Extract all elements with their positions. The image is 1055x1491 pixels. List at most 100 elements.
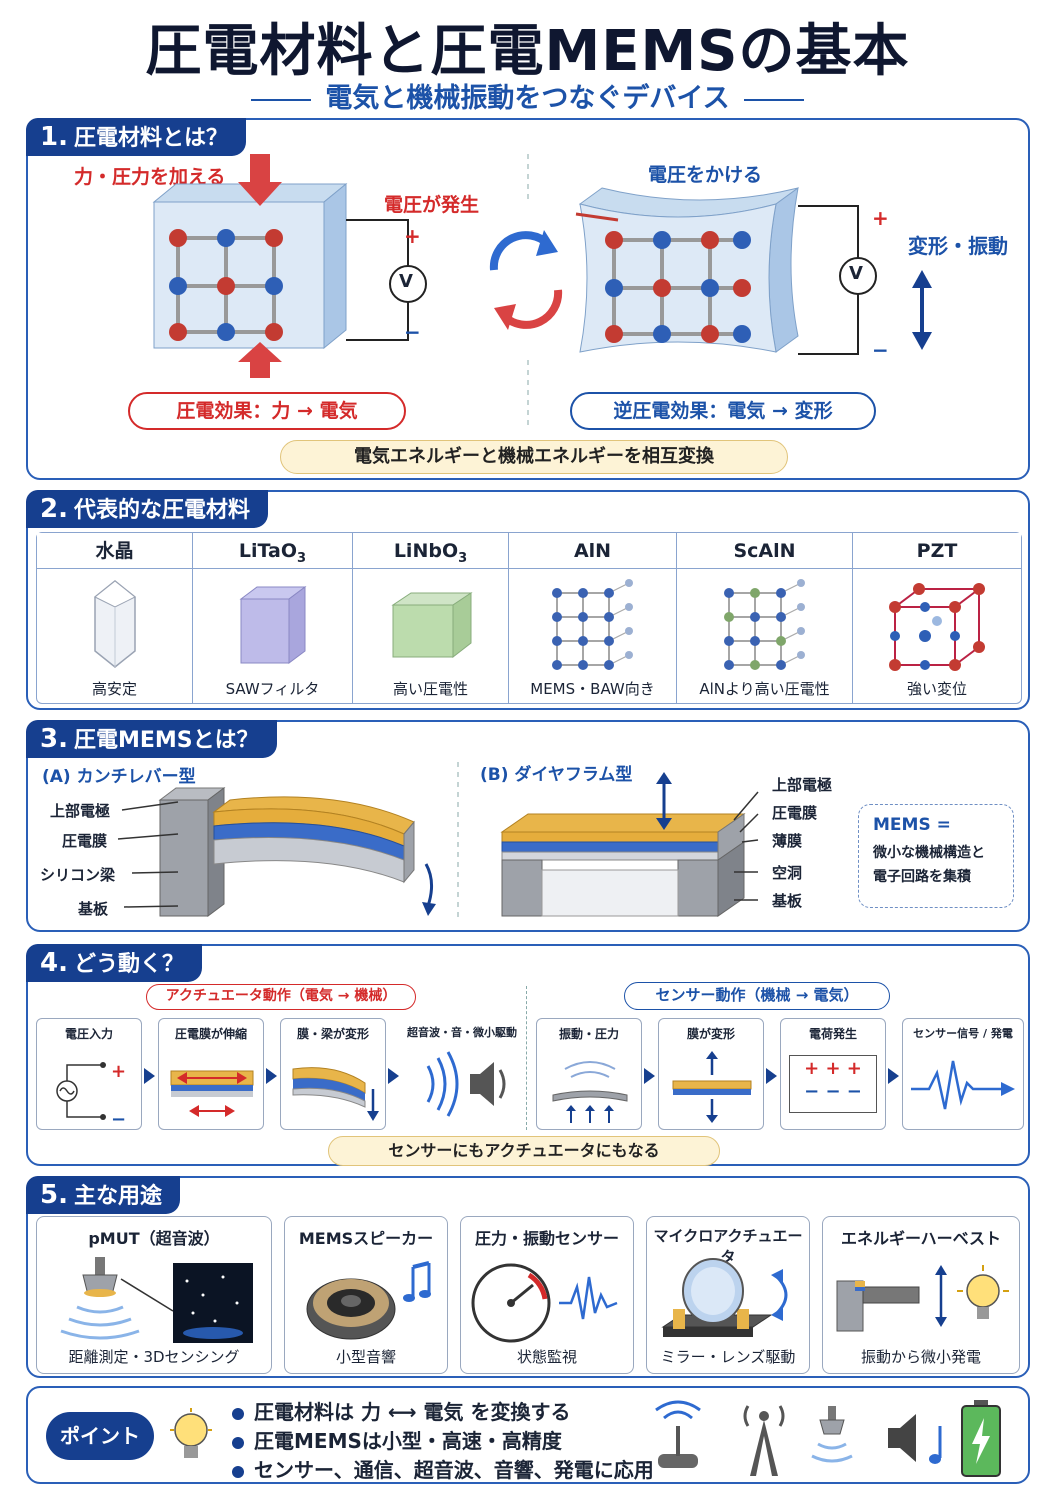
step-beam-deform: 膜・梁が変形 bbox=[280, 1018, 386, 1130]
step-film-expansion: 圧電膜が伸縮 bbox=[158, 1018, 264, 1130]
point-badge: ポイント bbox=[46, 1412, 154, 1460]
material-quartz: 水晶 高安定 bbox=[37, 533, 193, 703]
lightbulb-icon bbox=[170, 1408, 212, 1458]
plus-left: + bbox=[404, 224, 421, 248]
step-voltage-input: 電圧入力 + − bbox=[36, 1018, 142, 1130]
minus-right: − bbox=[872, 338, 889, 362]
pressure-gauge-icon bbox=[471, 1263, 618, 1343]
plus-right: + bbox=[872, 206, 889, 230]
application-icons-row bbox=[655, 1400, 1001, 1477]
force-arrow-down-icon bbox=[238, 154, 282, 206]
app-energy-harvest: エネルギーハーベスト 振動から微小発電 bbox=[822, 1216, 1020, 1374]
apply-voltage-label: 電圧をかける bbox=[648, 164, 763, 186]
energy-harvester-icon bbox=[836, 1265, 1009, 1332]
scaln-lattice-icon bbox=[724, 579, 805, 670]
section-heading: 2.代表的な圧電材料 bbox=[26, 490, 268, 528]
pmut-ultrasound-icon bbox=[60, 1257, 253, 1343]
cycle-arrow-blue-icon bbox=[536, 230, 558, 256]
force-arrow-up-icon bbox=[238, 342, 282, 378]
section-heading: 5.主な用途 bbox=[26, 1176, 180, 1214]
section-heading: 4.どう動く？ bbox=[26, 944, 202, 982]
piezo-effect-diagram bbox=[152, 154, 932, 426]
cantilever-label-substrate: 基板 bbox=[78, 900, 109, 918]
positive-charges: + + + bbox=[804, 1058, 862, 1079]
sound-wave-speaker-icon bbox=[426, 1051, 506, 1117]
page-title: 圧電材料と圧電MEMSの基本 bbox=[145, 19, 910, 84]
quartz-crystal-icon bbox=[94, 580, 136, 668]
material-pzt: PZT 強い変位 bbox=[853, 533, 1021, 703]
cycle-arrow-red-icon bbox=[494, 304, 516, 330]
section-materials: 2.代表的な圧電材料 水晶 高安定 LiTaO3 SAWフィルタ LiNbO3 bbox=[26, 490, 1030, 710]
inverse-effect-pill: 逆圧電効果：電気 → 変形 bbox=[570, 392, 876, 430]
ultrasound-transducer-icon bbox=[811, 1406, 853, 1463]
svg-text:−: − bbox=[111, 1109, 126, 1127]
cell-tower-icon bbox=[743, 1405, 785, 1476]
section-applications: 5.主な用途 pMUT（超音波） 距離測定・3Dセンシング MEMSスピーカー bbox=[26, 1176, 1030, 1378]
speaker-note-icon bbox=[888, 1414, 942, 1464]
material-aln: AlN MEMS・BAW向き bbox=[509, 533, 677, 703]
diaphragm-label-substrate: 基板 bbox=[772, 892, 803, 910]
cantilever-structure bbox=[158, 787, 415, 917]
section-how-it-works: 4.どう動く？ アクチュエータ動作（電気 → 機械） センサー動作（機械 → 電… bbox=[26, 944, 1030, 1166]
deform-label: 変形・振動 bbox=[908, 234, 1008, 258]
diaphragm-label-cavity: 空洞 bbox=[772, 864, 803, 882]
step-sensor-signal: センサー信号 / 発電 bbox=[902, 1018, 1024, 1130]
mems-structures-diagram bbox=[117, 762, 759, 922]
material-scaln: ScAlN AlNより高い圧電性 bbox=[677, 533, 853, 703]
cantilever-label-top-electrode: 上部電極 bbox=[50, 802, 111, 820]
diaphragm-title: (B) ダイヤフラム型 bbox=[480, 765, 633, 785]
point-line-1: 圧電材料は 力 ⟷ 電気 を変換する bbox=[232, 1396, 654, 1425]
dual-function-note: センサーにもアクチュエータにもなる bbox=[328, 1136, 720, 1166]
cantilever-label-piezo-film: 圧電膜 bbox=[62, 832, 108, 850]
mems-mirror-icon bbox=[661, 1258, 788, 1337]
diaphragm-label-piezo-film: 圧電膜 bbox=[772, 804, 818, 822]
step-membrane-deform: 膜が変形 bbox=[658, 1018, 764, 1130]
crystal-cube-left bbox=[152, 182, 348, 350]
diaphragm-vibration-arrow-icon bbox=[656, 818, 672, 830]
app-pmut: pMUT（超音波） 距離測定・3Dセンシング bbox=[36, 1216, 272, 1374]
wireless-sensor-icon bbox=[655, 1400, 701, 1468]
signal-wave-icon bbox=[911, 1060, 1015, 1110]
linbo3-block-icon bbox=[391, 592, 473, 659]
voltmeter-left-icon bbox=[389, 265, 427, 303]
pzt-lattice-icon bbox=[889, 583, 985, 671]
energy-conversion-note: 電気エネルギーと機械エネルギーを相互変換 bbox=[280, 440, 788, 474]
voltmeter-left-label: V bbox=[399, 271, 413, 292]
actuator-mode-pill: アクチュエータ動作（電気 → 機械） bbox=[146, 984, 416, 1010]
membrane-deform-icon bbox=[672, 1051, 752, 1123]
diaphragm-structure bbox=[500, 813, 746, 917]
direct-effect-pill: 圧電効果：力 → 電気 bbox=[128, 392, 406, 430]
sensor-mode-pill: センサー動作（機械 → 電気） bbox=[624, 982, 890, 1010]
minus-left: − bbox=[404, 320, 421, 344]
vibration-arrow-icon bbox=[912, 332, 932, 350]
battery-icon bbox=[961, 1400, 1001, 1477]
section-what-is-piezo: 1.圧電材料とは？ 力・圧力を加える 電圧が発生 電圧をかける 変形・振動 bbox=[26, 118, 1030, 480]
beam-deform-icon bbox=[292, 1067, 379, 1121]
speaker-icon bbox=[306, 1261, 431, 1340]
point-line-2: 圧電MEMSは小型・高速・高精度 bbox=[232, 1425, 654, 1454]
negative-charges: − − − bbox=[804, 1081, 862, 1102]
step-ultrasound-output: 超音波・音・微小駆動 bbox=[407, 1026, 517, 1039]
diaphragm-label-thin-film: 薄膜 bbox=[772, 832, 803, 850]
force-label: 力・圧力を加える bbox=[74, 166, 226, 188]
point-lines: 圧電材料は 力 ⟷ 電気 を変換する 圧電MEMSは小型・高速・高精度 センサー… bbox=[232, 1396, 654, 1483]
step-vibration-pressure: 振動・圧力 bbox=[536, 1018, 642, 1130]
vibration-pressure-icon bbox=[552, 1061, 628, 1123]
bend-arrow-icon bbox=[422, 902, 436, 916]
cantilever-title: (A) カンチレバー型 bbox=[42, 767, 196, 787]
page-subtitle: 電気と機械振動をつなぐデバイス bbox=[0, 76, 1055, 115]
svg-text:+: + bbox=[111, 1061, 126, 1082]
litao3-block-icon bbox=[239, 586, 307, 664]
aln-lattice-icon bbox=[552, 579, 633, 670]
materials-table: 水晶 高安定 LiTaO3 SAWフィルタ LiNbO3 bbox=[36, 532, 1022, 704]
film-expansion-icon bbox=[170, 1070, 254, 1117]
voltage-generated-label: 電圧が発生 bbox=[384, 194, 480, 216]
section-heading: 1.圧電材料とは？ bbox=[26, 118, 246, 156]
material-litao3: LiTaO3 SAWフィルタ bbox=[193, 533, 353, 703]
section-heading: 3.圧電MEMSとは？ bbox=[26, 720, 277, 758]
point-line-3: センサー、通信、超音波、音響、発電に応用 bbox=[232, 1454, 654, 1483]
diaphragm-label-top-electrode: 上部電極 bbox=[772, 776, 833, 794]
step-charge-generation: 電荷発生 + + + − − − bbox=[780, 1018, 886, 1130]
app-mems-speaker: MEMSスピーカー 小型音響 bbox=[284, 1216, 448, 1374]
voltmeter-right-label: V bbox=[849, 263, 863, 284]
